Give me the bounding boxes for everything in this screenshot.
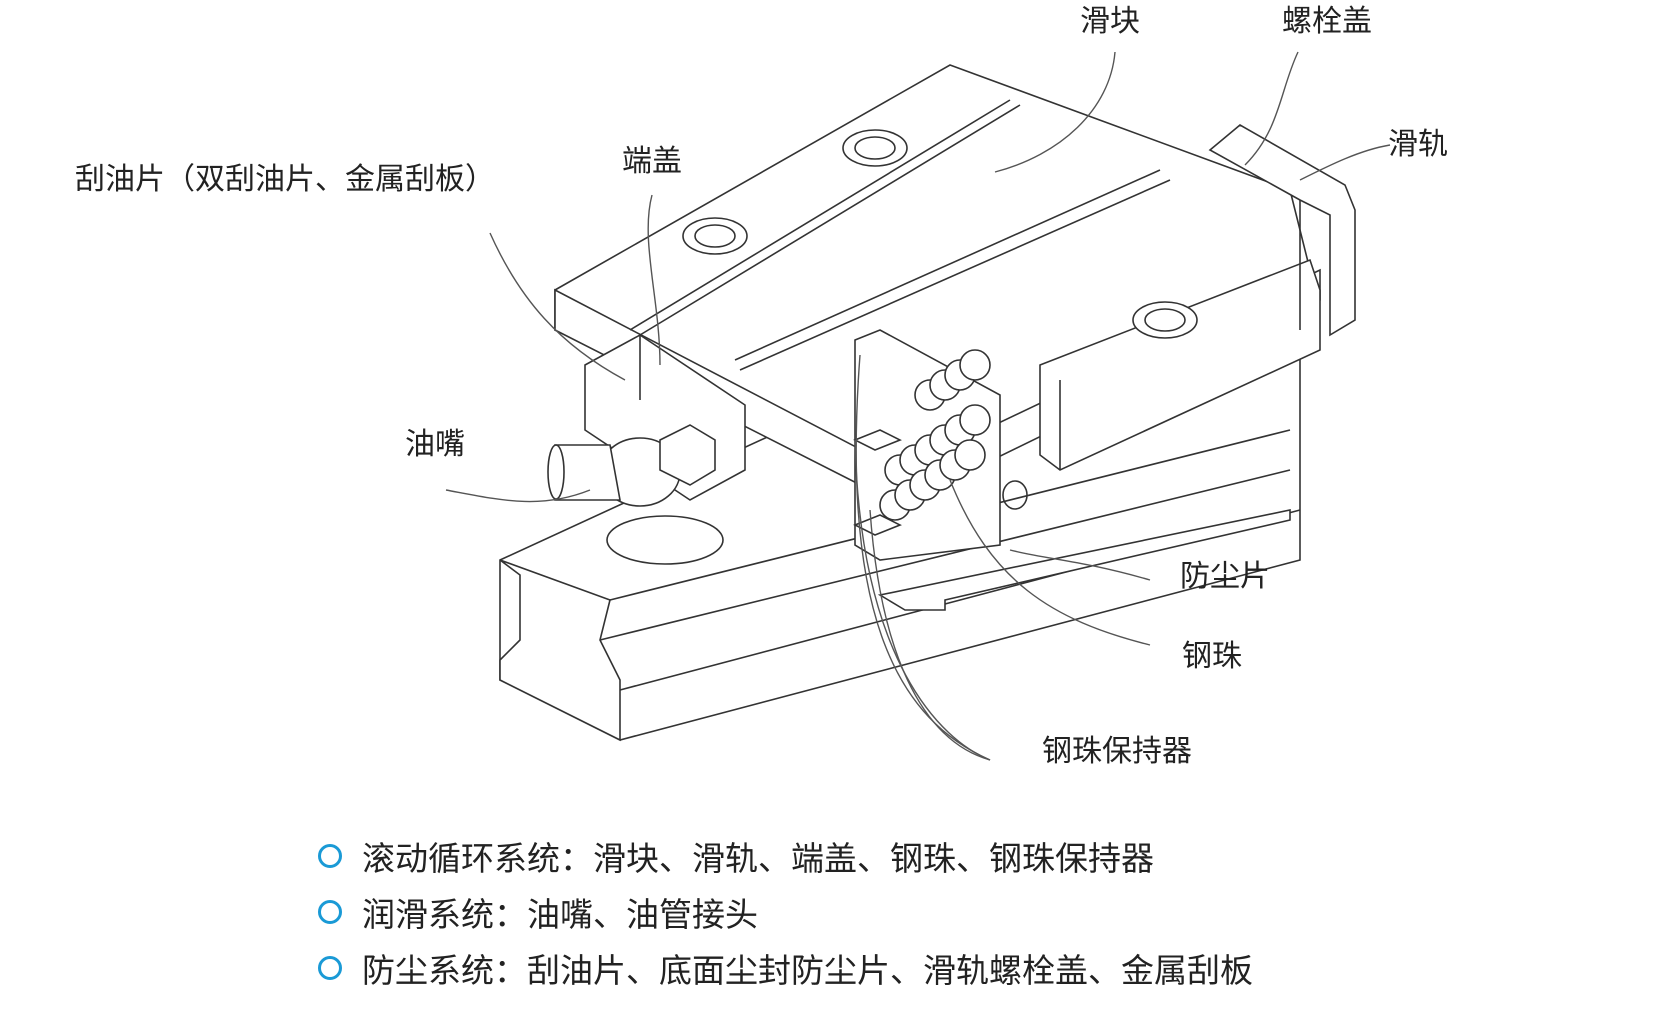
circle-icon	[318, 900, 342, 924]
legend-item: 防尘系统：刮油片、底面尘封防尘片、滑轨螺栓盖、金属刮板	[318, 940, 1253, 996]
label-scraper: 刮油片（双刮油片、金属刮板）	[75, 162, 495, 197]
label-ball-retainer: 钢珠保持器	[1042, 734, 1192, 769]
legend-text: 润滑系统：油嘴、油管接头	[362, 895, 758, 934]
grease-nipple-drawing	[547, 424, 724, 565]
legend-item: 滚动循环系统：滑块、滑轨、端盖、钢珠、钢珠保持器	[318, 828, 1253, 884]
legend-text: 防尘系统：刮油片、底面尘封防尘片、滑轨螺栓盖、金属刮板	[362, 951, 1253, 990]
label-grease-nipple: 油嘴	[405, 427, 465, 462]
label-end-cap: 端盖	[622, 144, 682, 179]
legend-text: 滚动循环系统：滑块、滑轨、端盖、钢珠、钢珠保持器	[362, 839, 1154, 878]
legend: 滚动循环系统：滑块、滑轨、端盖、钢珠、钢珠保持器 润滑系统：油嘴、油管接头 防尘…	[318, 828, 1253, 996]
circle-icon	[318, 956, 342, 980]
label-bolt-cap: 螺栓盖	[1282, 4, 1372, 39]
label-rail: 滑轨	[1388, 127, 1448, 162]
label-dust-seal: 防尘片	[1180, 559, 1270, 594]
circle-icon	[318, 844, 342, 868]
label-steel-ball: 钢珠	[1182, 639, 1242, 674]
legend-item: 润滑系统：油嘴、油管接头	[318, 884, 1253, 940]
leader-lines	[445, 51, 1391, 761]
steel-balls-drawing	[853, 329, 1001, 561]
rail-end-drawing	[1208, 124, 1356, 337]
label-slider: 滑块	[1080, 4, 1140, 39]
linear-guide-diagram	[445, 51, 1391, 761]
